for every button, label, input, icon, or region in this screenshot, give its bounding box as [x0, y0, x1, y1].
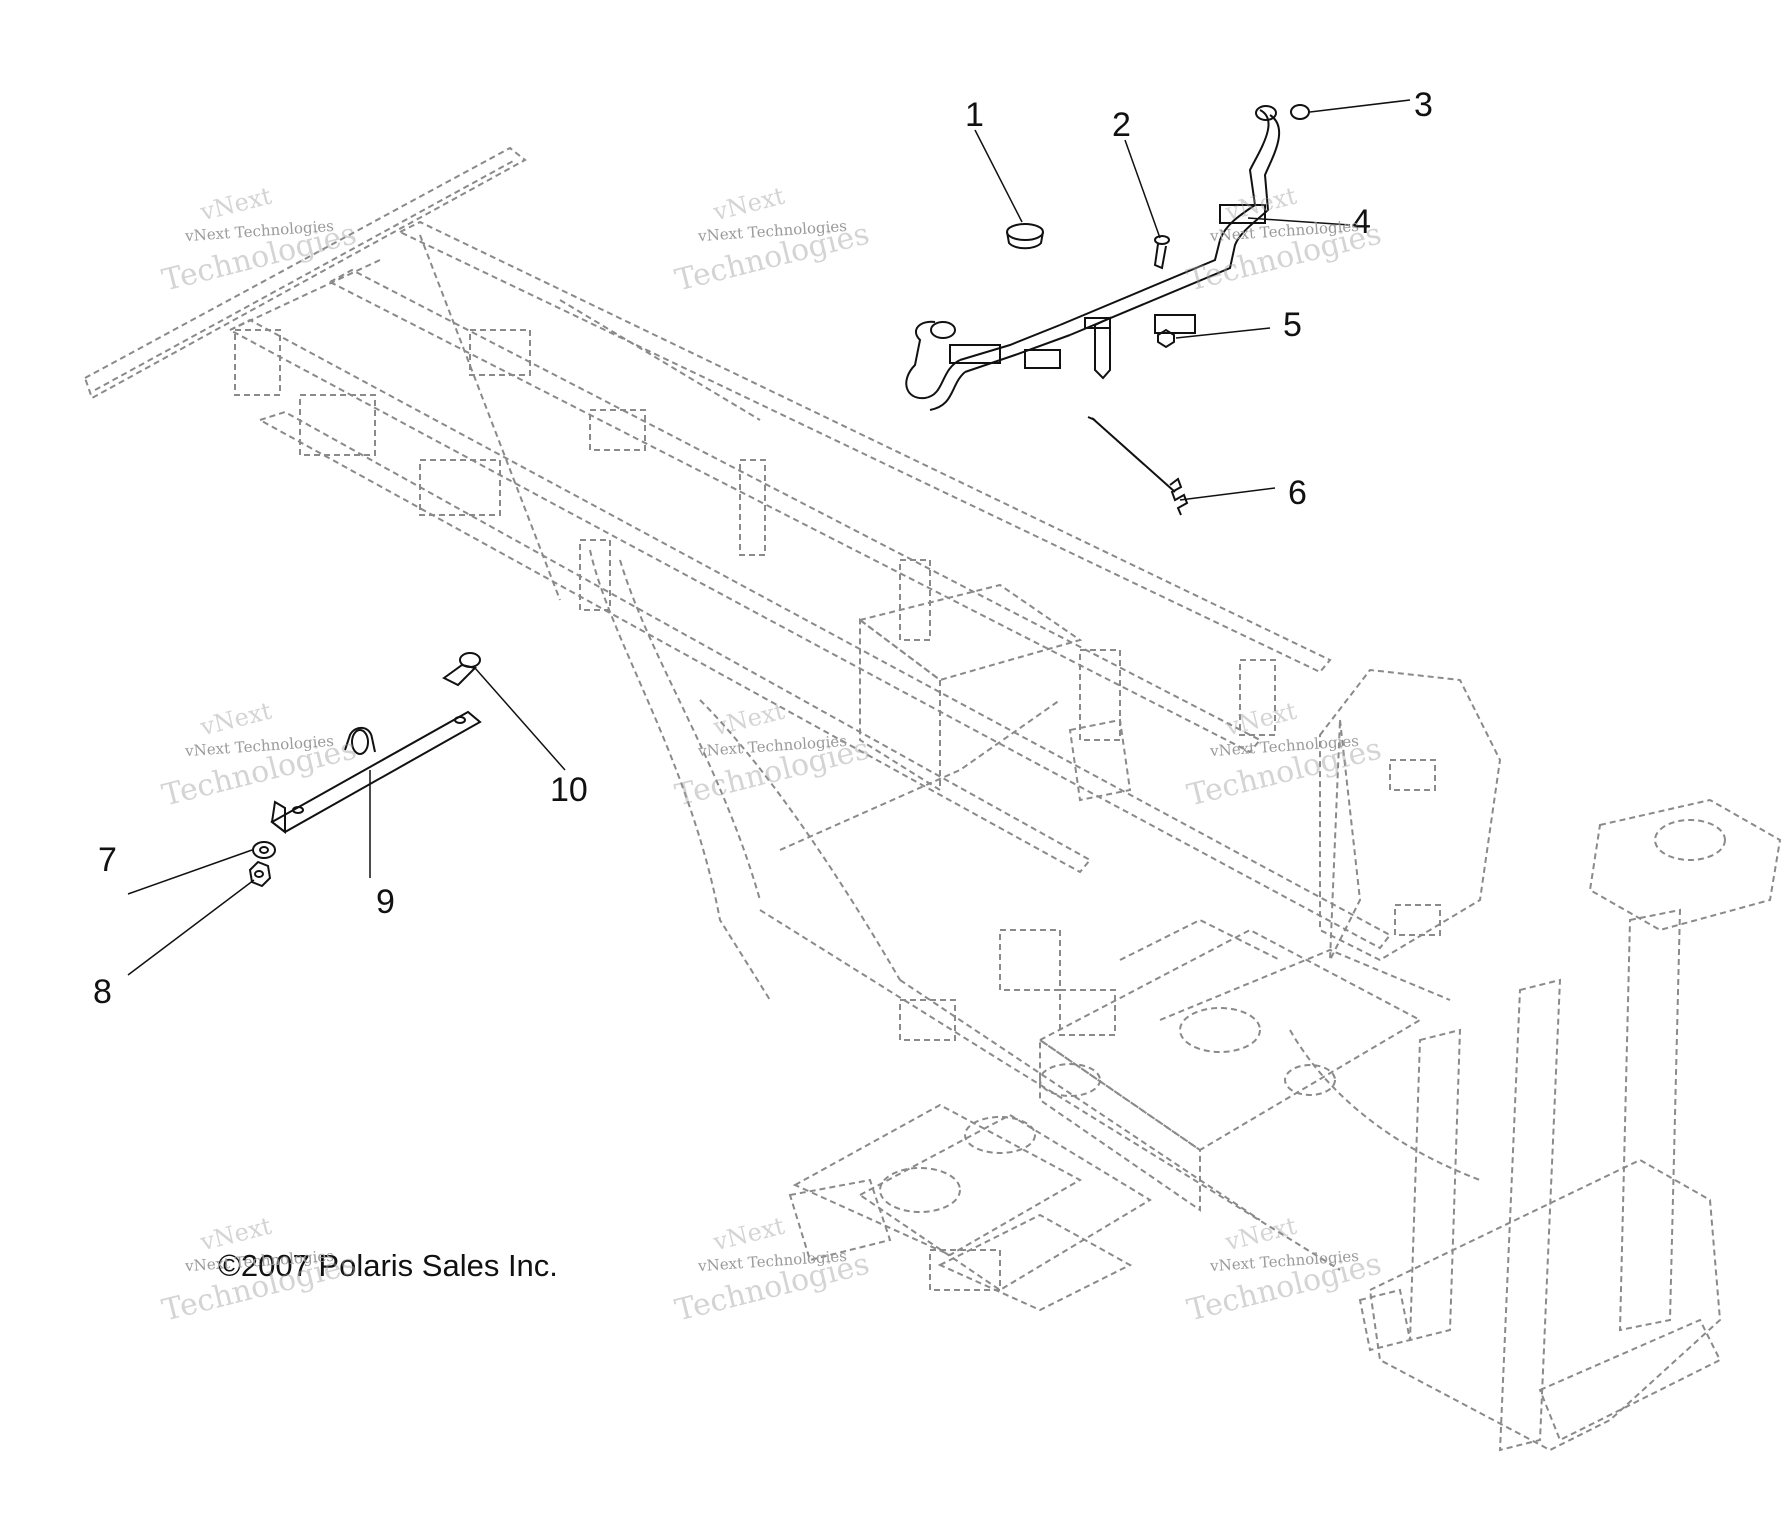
- callout-1: 1: [965, 96, 984, 134]
- step-bar: [905, 105, 1281, 411]
- copyright-text: ©2007 Polaris Sales Inc.: [218, 1248, 558, 1283]
- callout-5: 5: [1283, 306, 1302, 344]
- callout-3: 3: [1414, 86, 1433, 124]
- frame-outline: [83, 146, 1782, 1452]
- callout-6: 6: [1288, 474, 1307, 512]
- small-parts: [248, 104, 1310, 888]
- leader-lines: [127, 99, 1411, 976]
- callout-8: 8: [93, 973, 112, 1011]
- callout-10: 10: [550, 771, 588, 809]
- callout-9: 9: [376, 883, 395, 921]
- callout-2: 2: [1112, 106, 1131, 144]
- callout-7: 7: [98, 841, 117, 879]
- callout-4: 4: [1352, 203, 1371, 241]
